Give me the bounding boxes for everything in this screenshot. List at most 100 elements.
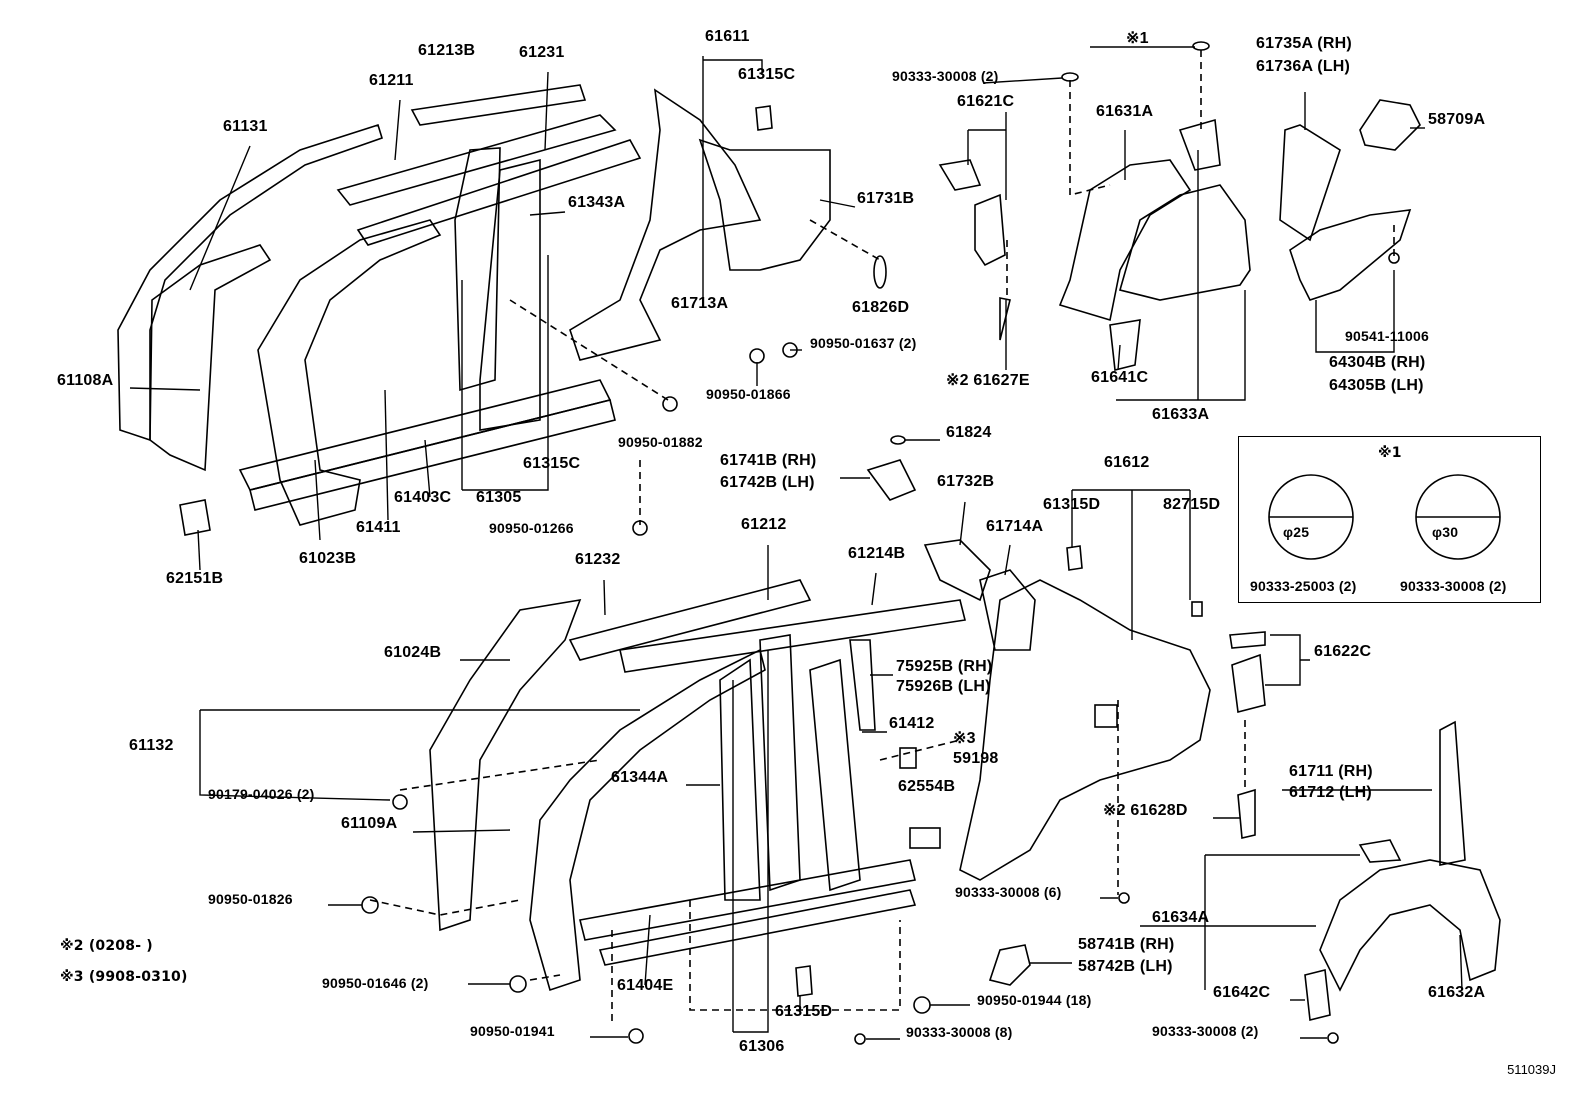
part-61826d [873,255,887,289]
part-61631a-wheelhouse-outer [1058,159,1192,322]
part-62554b [909,827,941,849]
part-label: 61212 [741,516,787,533]
part-label: 61612 [1104,454,1150,471]
part-label: 61232 [575,551,621,568]
part-label: 82715D [1163,496,1221,513]
part-61824-plug [890,435,906,445]
part-label: 61211 [369,72,414,89]
dashed-fastener-lines [369,50,1395,1025]
part-61642c [1304,969,1331,1021]
part-label: 61024B [384,644,442,661]
part-61344a-pillar [719,634,801,901]
part-label: 64305B (LH) [1329,377,1424,394]
part-label: 61315C [738,66,796,83]
part-59198 [899,747,917,769]
part-61131-roof-side-rail [117,123,383,442]
part-label: 58709A [1428,111,1486,128]
part-label: 61306 [739,1038,785,1055]
leader-lines [129,46,1463,1040]
part-label: 61741B (RH) [720,452,817,469]
part-label: 62554B [898,778,956,795]
part-61741b-bracket [866,459,917,501]
part-label: 61826D [852,299,910,316]
part-61108a-front-pillar [149,244,272,472]
part-61315d-clips [795,545,1203,997]
part-61403c-rocker-panel [238,379,616,511]
part-label: 61315D [1043,496,1101,513]
part-61731b-quarter-inner [698,138,831,271]
part-label: 90333-30008 (2) [1152,1023,1259,1039]
part-label: 61403C [394,489,452,506]
part-label: 61742B (LH) [720,474,815,491]
part-label: 61231 [519,44,565,61]
legend-circles [1268,474,1501,560]
part-label: 61315C [523,455,581,472]
part-90541-11006-nut [1388,252,1400,264]
part-label: 61023B [299,550,357,567]
part-label: 61713A [671,295,729,312]
part-label: 61404E [617,977,674,994]
part-label: 58741B (RH) [1078,936,1175,953]
part-label: 61712 (LH) [1289,784,1372,801]
legend-box [1238,436,1541,603]
note-2: ※2 (0208- ) [60,938,153,954]
part-61343a-center-pillar [454,147,541,431]
part-61612-quarter-panel [959,579,1211,881]
drawing-code: 511039J [1507,1062,1556,1077]
part-label: 90950-01646 (2) [322,975,429,991]
part-61211-roof-rail [336,114,642,246]
part-label: 61711 (RH) [1289,763,1373,780]
part-label: 61412 [889,715,935,732]
part-label: 61622C [1314,643,1372,660]
part-label: 59198 [953,750,999,767]
part-label: 61641C [1091,369,1149,386]
part-61213b-rail-cover [410,84,587,126]
part-61315c-clip [755,105,773,131]
part-61632a-wheelhouse [1319,859,1501,992]
part-label: 61108A [57,372,114,389]
part-label: 61732B [937,473,995,490]
part-label: 90950-01637 (2) [810,335,917,351]
part-label: 61642C [1213,984,1271,1001]
part-label: 75925B (RH) [896,658,993,675]
part-61732b-inner [923,539,991,602]
part-label: 90950-01941 [470,1023,555,1039]
part-label: ※2 61628D [1103,802,1188,819]
part-label: 58742B (LH) [1078,958,1173,975]
part-label: 90179-04026 (2) [208,786,315,802]
part-label: 61611 [705,28,750,45]
part-label: 90333-30008 (2) [892,68,999,84]
part-62151b-block [179,499,211,536]
part-label: 61305 [476,489,522,506]
part-58741b [988,944,1031,986]
part-58709a-bracket [1359,99,1421,151]
part-label: 61736A (LH) [1256,58,1351,75]
part-label: 75926B (LH) [896,678,991,695]
part-label: 61631A [1096,103,1154,120]
part-label: 61731B [857,190,915,207]
part-61628d [1237,788,1256,839]
part-61404e-rocker [579,859,917,966]
part-61634a [1358,839,1402,863]
part-label: 90333-30008 (6) [955,884,1062,900]
part-label: 90950-01826 [208,891,293,907]
part-label: 61343A [568,194,626,211]
part-label: 61632A [1428,984,1486,1001]
part-label: 62151B [166,570,224,587]
part-61735a-panel [1279,124,1341,242]
legend-part-90333-25003: 90333-25003 (2) [1250,578,1357,594]
part-61622c [1229,631,1266,714]
part-label: 61621C [957,93,1015,110]
part-label: 61824 [946,424,992,441]
part-61212-roof-rail-lower [568,579,966,673]
part-label: 61132 [129,737,174,754]
part-61023b-center-pillar-lower [257,219,442,526]
part-label: 61344A [611,769,669,786]
part-label: 61214B [848,545,906,562]
part-label: 61714A [986,518,1044,535]
part-61611-quarter-panel-upper [569,88,762,361]
part-label: 90333-30008 (8) [906,1024,1013,1040]
part-label: 61131 [223,118,268,135]
